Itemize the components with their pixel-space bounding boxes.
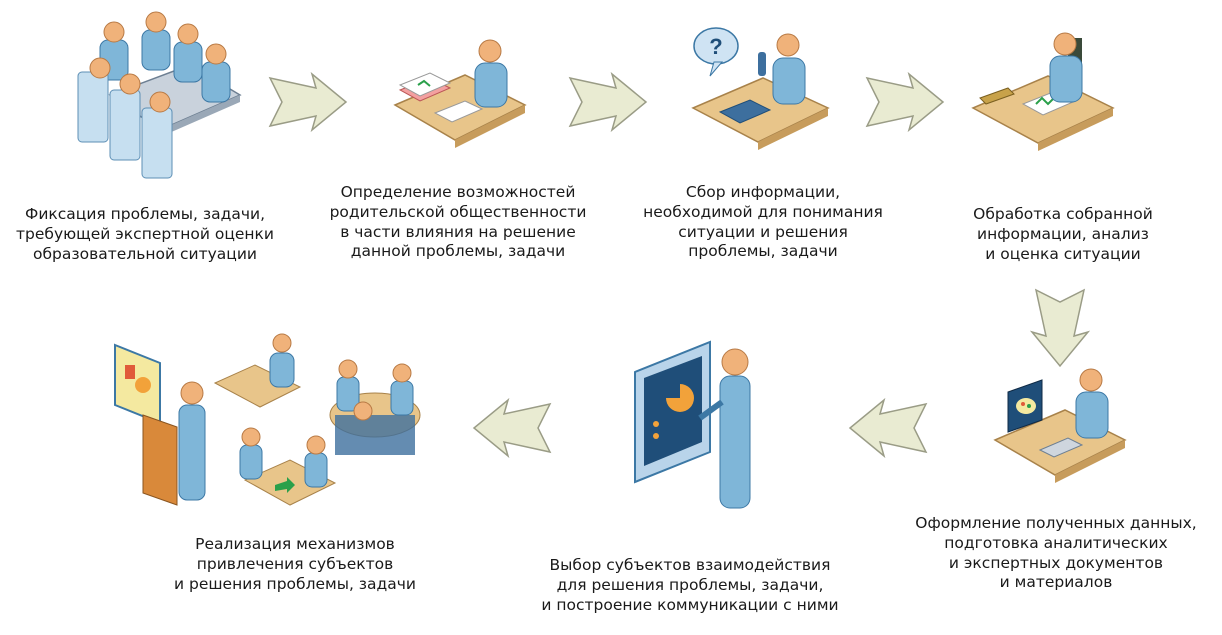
person-icon (698, 348, 751, 509)
left-arrow-icon (472, 398, 552, 458)
analysis-desk-illustration (971, 32, 1115, 151)
right-arrow-icon (568, 72, 648, 132)
desk-pair-icon (239, 427, 337, 506)
desk-group-icon (213, 333, 302, 408)
step-caption: Оформление полученных данных, подготовка… (915, 514, 1197, 592)
keyboard-icon (1038, 437, 1084, 458)
down-arrow-icon (1030, 288, 1090, 368)
step-caption: Реализация механизмов привлечения субъек… (174, 535, 416, 593)
lectern-icon (142, 414, 178, 506)
right-arrow-icon (865, 72, 945, 132)
phone-call-illustration: ? (691, 27, 830, 150)
round-table-group-icon (329, 359, 421, 455)
chair-icon (77, 57, 111, 143)
computer-desk-illustration (993, 368, 1127, 483)
svg-text:?: ? (709, 34, 722, 59)
telephone-icon (718, 99, 772, 124)
person-icon (201, 43, 231, 103)
person-icon (1075, 368, 1109, 439)
monitor-icon (1007, 379, 1043, 433)
step-caption: Определение возможностей родительской об… (329, 183, 587, 261)
step-caption: Обработка собранной информации, анализ и… (973, 205, 1153, 263)
left-arrow-icon (848, 398, 928, 458)
presentation-board-icon (114, 343, 161, 425)
document-icon (433, 100, 484, 123)
paper-stack-icon (398, 72, 452, 102)
person-icon (474, 39, 508, 108)
person-icon (1049, 32, 1083, 103)
presenter-illustration (634, 340, 751, 509)
person-icon (173, 23, 203, 83)
presentation-screen-icon (634, 340, 711, 484)
person-icon (758, 33, 806, 105)
chair-icon (109, 73, 141, 161)
chair-icon (141, 91, 173, 179)
question-bubble-icon: ? (693, 27, 739, 77)
step-caption: Выбор субъектов взаимодействия для решен… (541, 556, 839, 614)
nameplate-icon (979, 87, 1015, 105)
person-icon (141, 11, 171, 71)
meeting-table-illustration (77, 11, 242, 179)
right-arrow-icon (268, 72, 348, 132)
step-caption: Фиксация проблемы, задачи, требующей экс… (15, 205, 274, 263)
desk-papers-illustration (393, 39, 527, 148)
implementation-illustration (114, 333, 421, 506)
step-caption: Сбор информации, необходимой для пониман… (643, 183, 883, 261)
person-icon (178, 381, 206, 501)
